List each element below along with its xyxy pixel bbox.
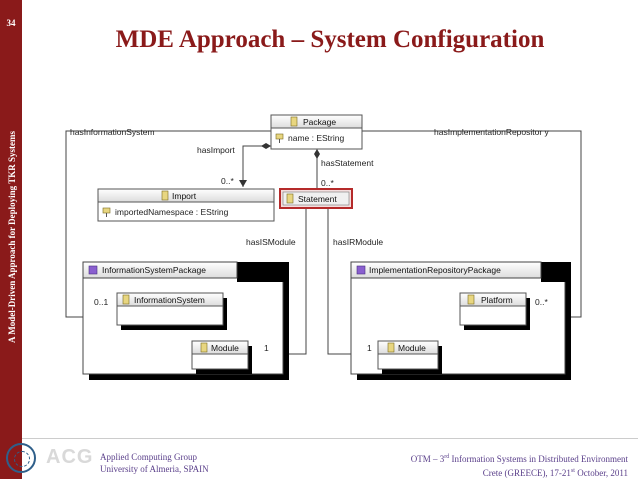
- label-has-import: hasImport: [197, 145, 235, 155]
- footer-divider: [22, 438, 638, 439]
- footer-location-sup: st: [570, 468, 575, 474]
- class-icon: [286, 193, 294, 204]
- class-icon: [467, 294, 475, 305]
- footer-location-line: Crete (GREECE), 17-21st October, 2011: [411, 465, 628, 479]
- class-icon: [200, 342, 208, 353]
- class-module-right-name: Module: [398, 343, 426, 353]
- footer-group-line1: Applied Computing Group: [100, 452, 197, 462]
- footer-event-line: OTM – 3rd Information Systems in Distrib…: [411, 451, 628, 465]
- slide-number: 34: [6, 18, 16, 28]
- attribute-icon: [275, 133, 284, 140]
- class-information-system: InformationSystem: [116, 292, 227, 330]
- label-statement-multiplicity: 0..*: [321, 178, 334, 188]
- acg-logo: ACG: [46, 446, 94, 468]
- composition-diamond-statement: [314, 149, 320, 159]
- class-package-name: Package: [303, 117, 336, 127]
- university-logo-icon: [6, 443, 36, 473]
- class-icon: [387, 342, 395, 353]
- slide-title: MDE Approach – System Configuration: [115, 26, 545, 53]
- class-information-system-name: InformationSystem: [134, 295, 205, 305]
- footer-group-line2: University of Almeria, SPAIN: [100, 464, 209, 474]
- composition-diamond-import: [261, 143, 271, 149]
- label-information-system-multiplicity: 0..1: [94, 297, 108, 307]
- label-has-information-system: hasInformationSystem: [70, 127, 155, 137]
- attribute-icon: [102, 207, 111, 214]
- class-module-left: Module: [191, 340, 252, 374]
- label-module-right-multiplicity: 1: [367, 343, 372, 353]
- class-module-right: Module: [377, 340, 442, 374]
- class-icon: [122, 294, 130, 305]
- connector-has-import: [242, 145, 271, 187]
- label-import-multiplicity: 0..*: [221, 176, 234, 186]
- class-statement-name: Statement: [298, 194, 337, 204]
- package-implementation-repository-name: ImplementationRepositoryPackage: [369, 265, 501, 275]
- label-has-implementation-repository: hasImplementationRepositor y: [434, 127, 550, 137]
- footer-location-prefix: Crete (GREECE), 17-21: [482, 468, 571, 478]
- footer-event-sup: rd: [444, 454, 450, 460]
- footer-event-suffix: Information Systems in Distributed Envir…: [449, 454, 628, 464]
- package-icon: [356, 265, 366, 275]
- label-platform-multiplicity: 0..*: [535, 297, 548, 307]
- label-has-is-module: hasISModule: [246, 237, 296, 247]
- footer-event-info: OTM – 3rd Information Systems in Distrib…: [411, 451, 628, 479]
- class-import-attribute: importedNamespace : EString: [115, 207, 229, 217]
- footer-group-info: Applied Computing Group University of Al…: [100, 451, 209, 475]
- class-package-attribute: name : EString: [288, 133, 344, 143]
- class-module-left-name: Module: [211, 343, 239, 353]
- sidebar-band: [0, 0, 22, 479]
- label-has-statement: hasStatement: [321, 158, 374, 168]
- class-import-name: Import: [172, 191, 197, 201]
- package-information-system: InformationSystemPackage: [82, 261, 289, 380]
- package-icon: [88, 265, 98, 275]
- class-package: Package name : EString: [270, 114, 363, 150]
- label-has-ir-module: hasIRModule: [333, 237, 383, 247]
- class-icon: [290, 116, 298, 127]
- class-statement: Statement: [279, 188, 353, 209]
- footer-event-prefix: OTM – 3: [410, 454, 445, 464]
- footer-location-suffix: October, 2011: [574, 468, 628, 478]
- label-module-left-multiplicity: 1: [264, 343, 269, 353]
- class-icon: [161, 190, 169, 201]
- class-platform-name: Platform: [481, 295, 513, 305]
- arrowhead-import: [239, 180, 247, 187]
- package-information-system-name: InformationSystemPackage: [102, 265, 206, 275]
- class-import: Import importedNamespace : EString: [97, 188, 275, 222]
- class-platform: Platform: [459, 292, 530, 330]
